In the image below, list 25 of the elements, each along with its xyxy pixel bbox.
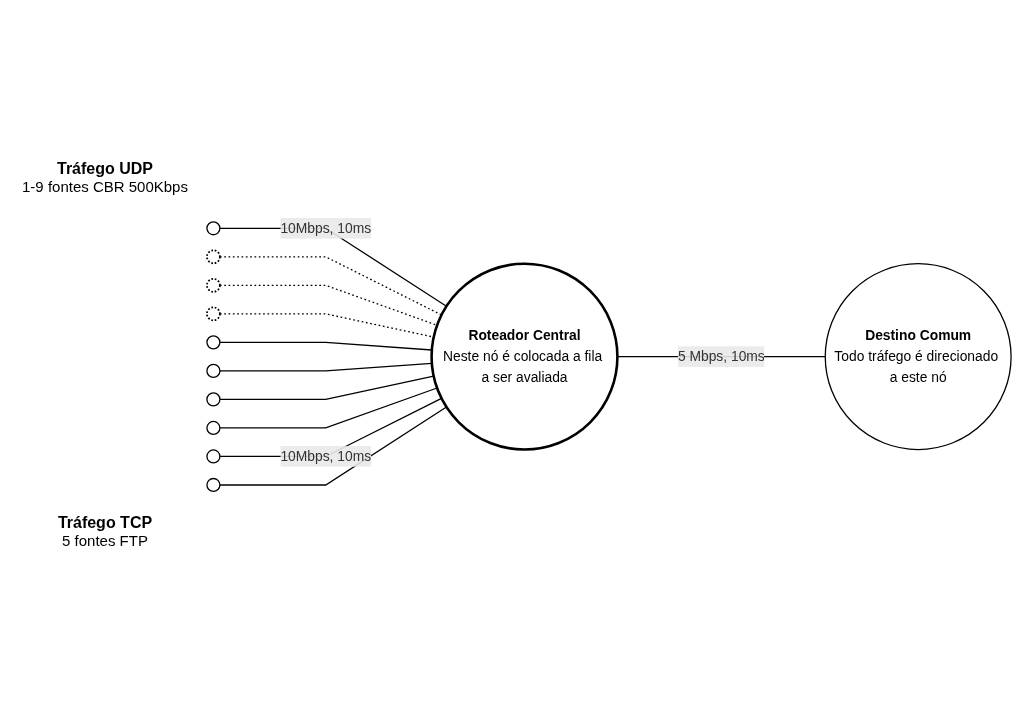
connector — [219, 341, 433, 351]
edge-label: 10Mbps, 10ms — [280, 448, 372, 464]
connector — [219, 406, 448, 486]
connector — [219, 387, 438, 429]
node-circle — [206, 363, 221, 378]
connector — [219, 362, 433, 372]
group-description: 5 fontes FTP — [61, 532, 149, 550]
node-circle: Destino Comum Todo tráfego é direcionado a este nó — [824, 262, 1012, 450]
node-circle — [206, 449, 221, 464]
node-circle — [206, 249, 221, 264]
node-circle: Roteador Central Neste nó é colocada a fila a ser avaliada — [430, 262, 619, 451]
node-circle — [206, 277, 221, 293]
node-circle — [206, 392, 221, 407]
group-description: 1-9 fontes CBR 500Kbps — [21, 177, 189, 195]
node-circle — [206, 220, 221, 236]
group-heading: Tráfego TCP — [56, 514, 154, 533]
node-circle — [206, 335, 221, 350]
connector — [219, 284, 438, 326]
node-circle — [206, 420, 221, 435]
node-circle — [206, 306, 221, 321]
group-heading: Tráfego UDP — [56, 159, 154, 178]
connector — [219, 375, 435, 400]
edge-label: 10Mbps, 10ms — [280, 220, 372, 236]
node-circle — [206, 477, 221, 492]
edge-label: 5 Mbps, 10ms — [677, 348, 765, 364]
